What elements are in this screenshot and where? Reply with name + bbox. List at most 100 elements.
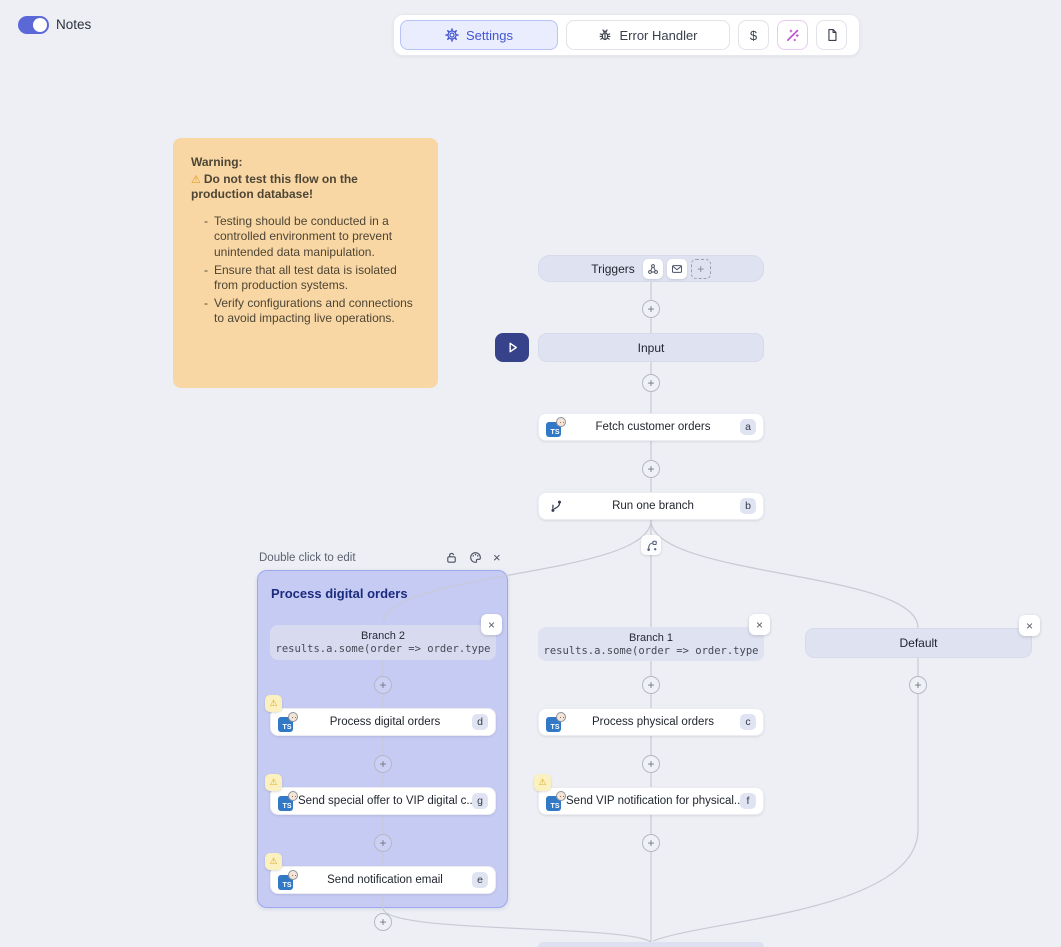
plus-icon: + (697, 262, 704, 276)
settings-button[interactable]: Settings (400, 20, 558, 50)
input-label: Input (638, 341, 665, 355)
merge-node-partial[interactable] (538, 942, 764, 947)
group-process-digital-orders[interactable] (257, 570, 508, 908)
fetch-customer-orders-node[interactable]: TS Fetch customer orders a (538, 413, 764, 441)
node-warning-chip[interactable]: ⚠ (534, 774, 551, 791)
node-addon-badge-icon (288, 791, 298, 801)
run-flow-button[interactable] (495, 333, 529, 362)
warning-triangle-icon: ⚠ (269, 698, 277, 709)
magic-wand-icon (785, 28, 800, 43)
dollar-icon: $ (750, 28, 757, 43)
add-node-button[interactable]: + (642, 460, 660, 478)
palette-icon[interactable] (469, 551, 482, 564)
typescript-node-icon: TS (546, 712, 566, 732)
branch-name: Default (899, 636, 937, 650)
branch1-condition-node[interactable]: Branch 1 results.a.some(order => order.t… (538, 627, 764, 661)
webhook-trigger-chip[interactable] (643, 259, 663, 279)
toggle-knob (33, 18, 47, 32)
process-physical-orders-node[interactable]: TS Process physical orders c (538, 708, 764, 736)
typescript-node-icon: TS (278, 712, 298, 732)
billing-button[interactable]: $ (738, 20, 769, 50)
node-addon-badge-icon (556, 417, 566, 427)
run-one-branch-node[interactable]: Run one branch b (538, 492, 764, 520)
top-toolbar: Settings Error Handler $ (393, 14, 860, 56)
process-digital-orders-node[interactable]: TS Process digital orders d (270, 708, 496, 736)
typescript-node-icon: TS (278, 791, 298, 811)
add-node-button[interactable]: + (642, 374, 660, 392)
node-key-badge: a (740, 419, 756, 435)
group-edit-hint: Double click to edit (259, 552, 356, 564)
warning-triangle-icon: ⚠ (269, 777, 277, 788)
node-key-badge: b (740, 498, 756, 514)
send-notification-email-node[interactable]: TS Send notification email e (270, 866, 496, 894)
node-addon-badge-icon (288, 870, 298, 880)
add-node-button[interactable]: + (374, 913, 392, 931)
node-label: Fetch customer orders (566, 421, 740, 433)
error-handler-label: Error Handler (619, 28, 697, 43)
node-label: Process physical orders (566, 716, 740, 728)
delete-branch1-button[interactable]: × (749, 614, 770, 635)
input-node[interactable]: Input (538, 333, 764, 362)
add-node-button[interactable]: + (642, 300, 660, 318)
node-label: Run one branch (566, 500, 740, 512)
branch-condition-code: results.a.some(order => order.type (544, 645, 759, 657)
note-bullet-list: -Testing should be conducted in a contro… (191, 214, 420, 327)
branch2-condition-node[interactable]: Branch 2 results.a.some(order => order.t… (270, 625, 496, 660)
branch-name: Branch 1 (629, 632, 673, 644)
send-special-offer-node[interactable]: TS Send special offer to VIP digital c..… (270, 787, 496, 815)
node-key-badge: g (472, 793, 488, 809)
note-bullet: -Verify configurations and connections t… (204, 296, 420, 327)
magic-wand-button[interactable] (777, 20, 808, 50)
branch-name: Branch 2 (361, 630, 405, 642)
node-key-badge: d (472, 714, 488, 730)
delete-default-branch-button[interactable]: × (1019, 615, 1040, 636)
node-warning-chip[interactable]: ⚠ (265, 695, 282, 712)
branch-split-icon (641, 535, 661, 555)
gear-icon (445, 28, 459, 42)
add-node-button[interactable]: + (374, 755, 392, 773)
default-branch-node[interactable]: Default (805, 628, 1032, 658)
send-vip-notification-node[interactable]: TS Send VIP notification for physical...… (538, 787, 764, 815)
add-node-button[interactable]: + (642, 676, 660, 694)
note-bullet: -Ensure that all test data is isolated f… (204, 263, 420, 294)
note-title: Warning: (191, 155, 420, 171)
group-close-icon[interactable]: × (493, 551, 501, 564)
add-node-button[interactable]: + (374, 834, 392, 852)
node-addon-badge-icon (556, 712, 566, 722)
node-warning-chip[interactable]: ⚠ (265, 774, 282, 791)
node-addon-badge-icon (556, 791, 566, 801)
add-node-button[interactable]: + (909, 676, 927, 694)
node-label: Send notification email (298, 874, 472, 886)
notes-toggle[interactable] (18, 16, 49, 34)
email-trigger-chip[interactable] (667, 259, 687, 279)
triggers-node[interactable]: Triggers + (538, 255, 764, 282)
webhook-icon (647, 263, 659, 275)
document-icon (825, 28, 839, 42)
settings-label: Settings (466, 28, 513, 43)
error-handler-button[interactable]: Error Handler (566, 20, 730, 50)
branch-icon (546, 499, 566, 513)
node-key-badge: f (740, 793, 756, 809)
warning-triangle-icon: ⚠ (269, 856, 277, 867)
group-controls: × (445, 551, 501, 564)
add-node-button[interactable]: + (642, 834, 660, 852)
notes-label: Notes (56, 17, 91, 32)
node-warning-chip[interactable]: ⚠ (265, 853, 282, 870)
node-label: Send VIP notification for physical... (566, 795, 740, 807)
lock-open-icon[interactable] (445, 551, 458, 564)
warning-note[interactable]: Warning: ⚠Do not test this flow on the p… (173, 138, 438, 388)
note-alert: ⚠Do not test this flow on the production… (191, 172, 420, 203)
group-title: Process digital orders (271, 586, 408, 601)
node-key-badge: c (740, 714, 756, 730)
add-node-button[interactable]: + (374, 676, 392, 694)
document-button[interactable] (816, 20, 847, 50)
branch-condition-code: results.a.some(order => order.type (276, 643, 491, 655)
delete-branch2-button[interactable]: × (481, 614, 502, 635)
node-label: Process digital orders (298, 716, 472, 728)
add-node-button[interactable]: + (642, 755, 660, 773)
warning-icon: ⚠ (191, 174, 201, 186)
add-trigger-chip[interactable]: + (691, 259, 711, 279)
play-icon (505, 340, 520, 355)
mail-icon (671, 263, 683, 275)
